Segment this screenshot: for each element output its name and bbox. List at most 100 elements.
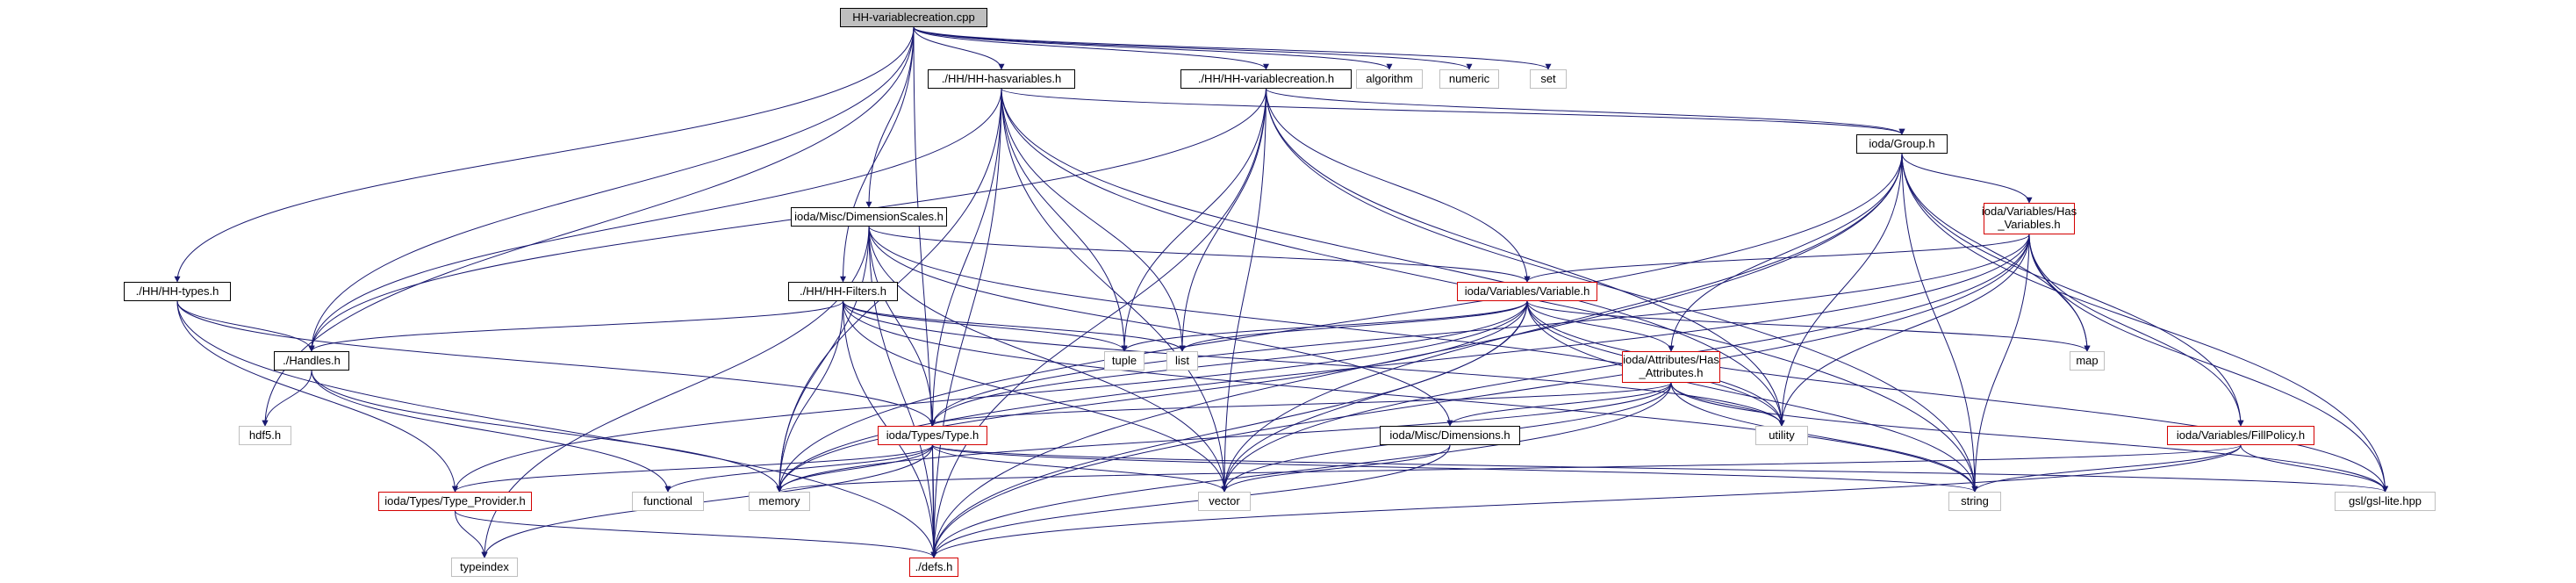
- edge-hasattributes-to-defs: [930, 382, 1672, 558]
- node-hh-filters-h[interactable]: ./HH/HH-Filters.h: [788, 282, 898, 301]
- edge-variable-to-map: [1526, 300, 2091, 352]
- edge-hasvariables-to-typeh: [929, 234, 2030, 427]
- edge-hasattributes-to-string: [1670, 382, 1978, 493]
- edge-hasvariables-to-memory: [776, 234, 2030, 493]
- edge-hhtypes-to-typeh: [176, 300, 936, 427]
- edge-typeh-to-string: [932, 444, 1978, 493]
- edge-hasvariables-to-utility: [1778, 234, 2030, 427]
- edge-hhvarcreate-to-variable: [1266, 88, 1531, 283]
- edge-group-to-string: [1901, 153, 1978, 493]
- edge-hasvars-to-tuple: [1001, 88, 1128, 352]
- node-map[interactable]: map: [2070, 351, 2105, 371]
- edge-hasvariables-to-variable: [1524, 234, 2030, 283]
- edge-typeh-to-memory: [776, 444, 933, 493]
- edge-root-to-numeric: [913, 26, 1473, 70]
- edge-hasvariables-to-fillpolicy: [2028, 234, 2244, 427]
- edge-hasvariables-to-gsl: [2028, 234, 2388, 493]
- edge-fillpolicy-to-defs: [930, 444, 2242, 558]
- node-handles-h[interactable]: ./Handles.h: [274, 351, 349, 371]
- edge-hasvars-to-vector: [1001, 88, 1228, 493]
- node-hh-variablecreation-cpp[interactable]: HH-variablecreation.cpp: [840, 8, 987, 27]
- edge-typeh-to-defs: [930, 444, 937, 558]
- edge-fillpolicy-to-gsl: [2240, 444, 2388, 493]
- edge-root-to-dimscales: [865, 26, 915, 208]
- edge-hhvarcreate-to-handles: [308, 88, 1266, 352]
- edge-hhfilters-to-list: [843, 300, 1186, 352]
- node-hdf5-h[interactable]: hdf5.h: [239, 426, 291, 445]
- edge-group-to-gsl: [1901, 153, 2388, 493]
- edge-hhtypes-to-handles: [176, 300, 315, 352]
- node-hh-hasvariables-h[interactable]: ./HH/HH-hasvariables.h: [928, 69, 1075, 89]
- edge-root-to-hhfilters: [840, 26, 915, 283]
- edge-variable-to-tuple: [1121, 300, 1528, 352]
- node-type-provider-h[interactable]: ioda/Types/Type_Provider.h: [378, 492, 532, 511]
- edge-handles-to-hdf5: [262, 370, 312, 427]
- edge-hasattributes-to-memory: [776, 382, 1672, 493]
- edge-variable-to-typeprovider: [452, 300, 1528, 493]
- node-has-variables-h[interactable]: ioda/Variables/Has _Variables.h: [1982, 203, 2077, 234]
- edge-dimscales-to-vector: [868, 226, 1228, 493]
- node-type-h[interactable]: ioda/Types/Type.h: [878, 426, 987, 445]
- edge-hasvars-to-typeh: [929, 88, 1002, 427]
- edge-hhvarcreate-to-group: [1266, 88, 1905, 135]
- edge-typeh-to-gsl: [932, 444, 2388, 493]
- edge-hhvarcreate-to-utility: [1266, 88, 1785, 427]
- edge-hhvarcreate-to-list: [1179, 88, 1266, 352]
- node-has-attributes-h[interactable]: ioda/Attributes/Has _Attributes.h: [1622, 351, 1720, 383]
- node-vector[interactable]: vector: [1198, 492, 1251, 511]
- node-set[interactable]: set: [1530, 69, 1567, 89]
- edge-hasattributes-to-gsl: [1670, 382, 2388, 493]
- node-gsl-lite-hpp[interactable]: gsl/gsl-lite.hpp: [2335, 492, 2436, 511]
- edge-dimscales-to-variable: [868, 226, 1531, 283]
- node-dimensions-h[interactable]: ioda/Misc/Dimensions.h: [1380, 426, 1520, 445]
- edge-typeprovider-to-defs: [455, 510, 937, 558]
- node-utility[interactable]: utility: [1755, 426, 1808, 445]
- edge-handles-to-functional: [311, 370, 671, 493]
- node-functional[interactable]: functional: [632, 492, 704, 511]
- edge-dimscales-to-typeh: [868, 226, 936, 427]
- node-dimension-scales-h[interactable]: ioda/Misc/DimensionScales.h: [791, 207, 947, 227]
- edge-dimensions-to-defs: [930, 444, 1451, 558]
- edge-typeh-to-vector: [932, 444, 1228, 493]
- edge-hhfilters-to-tuple: [843, 300, 1128, 352]
- node-ioda-group-h[interactable]: ioda/Group.h: [1856, 134, 1948, 154]
- edge-group-to-defs: [930, 153, 1903, 558]
- edge-hhfilters-to-handles: [308, 300, 843, 352]
- edge-typeh-to-typeprovider: [452, 444, 933, 493]
- edge-fillpolicy-to-string: [1971, 444, 2242, 493]
- edge-root-to-hhtypes: [174, 26, 915, 283]
- edge-hasvariables-to-string: [1971, 234, 2030, 493]
- edge-variable-to-typeh: [929, 300, 1528, 427]
- node-memory[interactable]: memory: [749, 492, 810, 511]
- edge-root-to-set: [913, 26, 1552, 70]
- node-numeric[interactable]: numeric: [1439, 69, 1499, 89]
- edge-variable-to-memory: [776, 300, 1528, 493]
- node-tuple[interactable]: tuple: [1104, 351, 1144, 371]
- edge-hhtypes-to-defs: [176, 300, 937, 558]
- edge-variable-to-defs: [930, 300, 1528, 558]
- edge-group-to-hasattributes: [1668, 153, 1903, 352]
- edge-hasvars-to-utility: [1001, 88, 1785, 427]
- edge-root-to-hdf5: [262, 26, 915, 427]
- node-variable-h[interactable]: ioda/Variables/Variable.h: [1457, 282, 1597, 301]
- edge-hasvars-to-list: [1001, 88, 1186, 352]
- node-algorithm[interactable]: algorithm: [1356, 69, 1423, 89]
- node-list[interactable]: list: [1166, 351, 1198, 371]
- edge-group-to-map: [1901, 153, 2091, 352]
- edge-hhfilters-to-memory: [776, 300, 843, 493]
- edge-hasvars-to-group: [1001, 88, 1905, 135]
- edge-hhfilters-to-vector: [843, 300, 1228, 493]
- node-typeindex[interactable]: typeindex: [451, 558, 518, 577]
- edge-variable-to-list: [1179, 300, 1528, 352]
- node-hh-variablecreation-h[interactable]: ./HH/HH-variablecreation.h: [1180, 69, 1352, 89]
- node-hh-types-h[interactable]: ./HH/HH-types.h: [124, 282, 231, 301]
- edge-hhvarcreate-to-defs: [930, 88, 1266, 558]
- edge-dimscales-to-defs: [868, 226, 937, 558]
- node-fill-policy-h[interactable]: ioda/Variables/FillPolicy.h: [2167, 426, 2314, 445]
- edge-hasattributes-to-utility: [1670, 382, 1785, 427]
- node-string[interactable]: string: [1948, 492, 2001, 511]
- node-defs-h[interactable]: ./defs.h: [909, 558, 958, 577]
- edge-hhvarcreate-to-vector: [1221, 88, 1266, 493]
- edge-root-to-hhvarcreate: [913, 26, 1269, 70]
